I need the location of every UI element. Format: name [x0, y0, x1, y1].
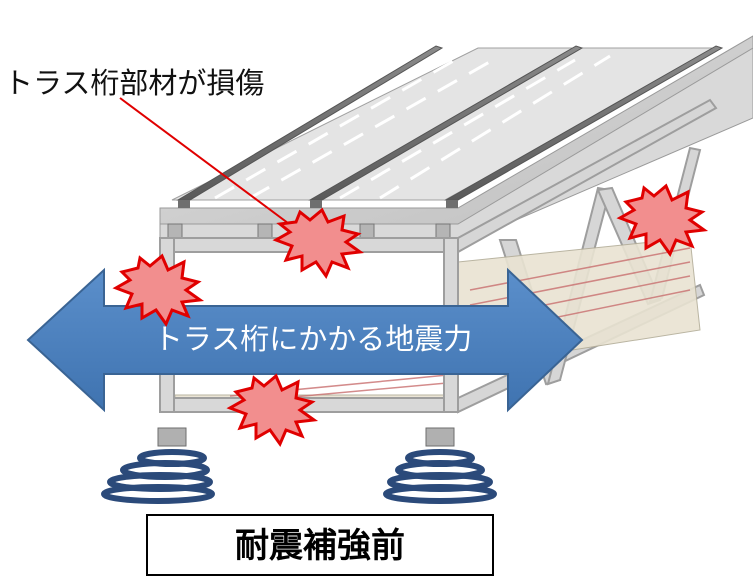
damage-label: トラス桁部材が損傷 — [4, 66, 265, 100]
slab-bearings — [167, 223, 451, 239]
force-label: トラス桁にかかる地震力 — [153, 322, 473, 356]
right-spring — [383, 449, 497, 504]
force-arrow — [26, 267, 584, 413]
damage-burst-bottom — [226, 373, 319, 448]
left-spring — [101, 449, 215, 504]
damage-burst-deck — [272, 207, 365, 280]
bottom-bearings — [157, 427, 455, 447]
caption-text: 耐震補強前 — [235, 526, 405, 566]
damage-burst-right — [616, 183, 709, 258]
damage-burst-left — [112, 253, 205, 328]
leader-line — [119, 97, 301, 233]
lane-markings — [214, 54, 611, 200]
caption-box: 耐震補強前 — [146, 514, 494, 576]
guard-rails — [176, 45, 724, 208]
